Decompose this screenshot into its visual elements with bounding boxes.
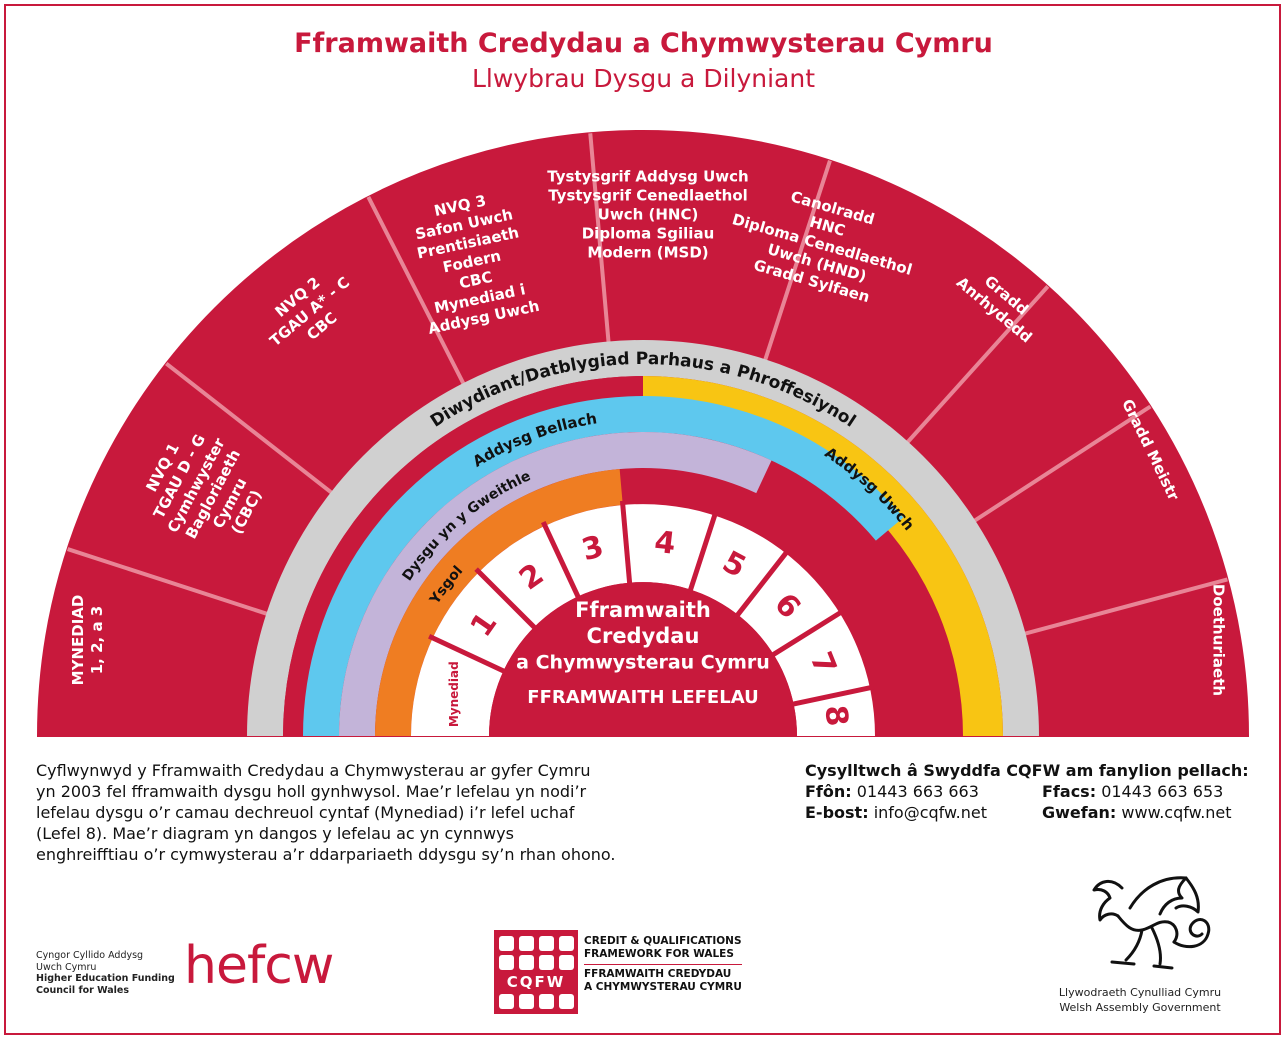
cqfw-line: FRAMEWORK FOR WALES <box>584 948 734 960</box>
sector-divider <box>366 196 473 399</box>
cqfw-wordmark: CREDIT & QUALIFICATIONS FRAMEWORK FOR WA… <box>584 935 742 994</box>
cqfw-logo: CQFW <box>494 930 578 1014</box>
centre-text: FFRAMWAITH LEFELAU <box>527 687 758 708</box>
page-subtitle: Llwybrau Dysgu a Dilyniant <box>471 64 816 93</box>
cqfw-line: A CHYMWYSTERAU CYMRU <box>584 981 742 993</box>
sector-label: Doethuriaeth <box>1210 584 1228 696</box>
outer-edge <box>36 130 1250 737</box>
sector-label-line: Doethuriaeth <box>1210 584 1228 696</box>
sector-label-line: Tystysgrif Addysg Uwch <box>547 168 748 186</box>
wag-line: Welsh Assembly Government <box>1059 1001 1221 1014</box>
sector-label-line: Uwch (HNC) <box>598 206 699 224</box>
hefcw-line: Cyngor Cyllido Addysg <box>36 950 144 961</box>
sector-divider <box>165 361 345 504</box>
wag-name: Llywodraeth Cynulliad Cymru Welsh Assemb… <box>1040 985 1240 1015</box>
hefcw-name: Cyngor Cyllido Addysg Uwch Cymru Higher … <box>36 950 175 996</box>
dragon-icon <box>1092 876 1211 970</box>
work-based-band <box>339 431 772 736</box>
website-link[interactable]: www.cqfw.net <box>1121 803 1232 822</box>
sector-divider <box>66 547 283 621</box>
cqfw-line: FFRAMWAITH CREDYDAU <box>584 968 732 980</box>
phone-number: 01443 663 663 <box>856 782 979 801</box>
further-education-band <box>303 395 904 736</box>
level-divider <box>768 608 845 659</box>
sector-divider <box>960 404 1152 531</box>
level-label: 8 <box>817 704 854 728</box>
sector-divider <box>758 159 832 376</box>
cqfw-mark: CQFW <box>506 973 566 991</box>
centre-hub <box>489 582 797 736</box>
fax-number: 01443 663 653 <box>1101 782 1224 801</box>
level-divider <box>474 567 539 632</box>
school-band <box>375 469 623 736</box>
framework-description: Cyflwynwyd y Fframwaith Credydau a Chymw… <box>36 760 716 865</box>
level-divider <box>619 500 633 587</box>
contact-heading: Cysylltwch â Swyddfa CQFW am fanylion pe… <box>805 761 1249 780</box>
contact-details: Cysylltwch â Swyddfa CQFW am fanylion pe… <box>805 760 1265 823</box>
email-label: E-bost: <box>805 803 869 822</box>
hefcw-logo: hefcw <box>184 936 334 996</box>
description-line: Cyflwynwyd y Fframwaith Credydau a Chymw… <box>36 761 591 780</box>
level-divider <box>789 684 875 708</box>
centre-text: Credydau <box>587 624 700 648</box>
page-title: Fframwaith Credydau a Chymwysterau Cymru <box>294 28 993 59</box>
level-divider <box>686 510 719 595</box>
cqfw-line: CREDIT & QUALIFICATIONS <box>584 935 742 947</box>
hefcw-line: Council for Wales <box>36 984 130 996</box>
sector-label-line: Tystysgrif Cenedlaethol <box>548 187 748 205</box>
hefcw-line: Uwch Cymru <box>36 961 97 973</box>
description-line: enghreifftiau o’r cymwysterau a’r ddarpa… <box>36 845 616 864</box>
hefcw-line: Higher Education Funding <box>36 973 175 984</box>
sector-label-line: Modern (MSD) <box>587 244 708 262</box>
sector-label-line: Diploma Sgiliau <box>582 225 715 243</box>
phone-label: Ffôn: <box>805 782 852 801</box>
wag-line: Llywodraeth Cynulliad Cymru <box>1058 986 1222 999</box>
level-divider <box>428 633 509 675</box>
web-label: Gwefan: <box>1042 803 1117 822</box>
description-line: lefelau dysgu o’r camau dechreuol cyntaf… <box>36 803 575 822</box>
fax-label: Ffacs: <box>1042 782 1097 801</box>
level-divider <box>733 548 791 620</box>
sector-label-line: 1, 2, a 3 <box>88 606 106 675</box>
centre-text: Fframwaith <box>575 598 711 622</box>
level-label: Mynediad <box>447 661 461 727</box>
sector-label-line: MYNEDIAD <box>69 595 87 686</box>
email-address[interactable]: info@cqfw.net <box>873 803 987 822</box>
level-label: 4 <box>653 525 678 562</box>
page-border <box>4 4 1281 1035</box>
description-line: (Lefel 8). Mae’r diagram yn dangos y lef… <box>36 824 514 843</box>
centre-text: a Chymwysterau Cymru <box>516 652 770 674</box>
description-line: yn 2003 fel fframwaith dysgu holl gynhwy… <box>36 782 587 801</box>
sector-divider <box>1009 577 1228 640</box>
sector-divider <box>588 133 612 358</box>
level-divider <box>540 521 582 602</box>
sector-divider <box>895 285 1050 455</box>
pathway-bands <box>247 340 1039 736</box>
level-ring <box>411 504 875 736</box>
